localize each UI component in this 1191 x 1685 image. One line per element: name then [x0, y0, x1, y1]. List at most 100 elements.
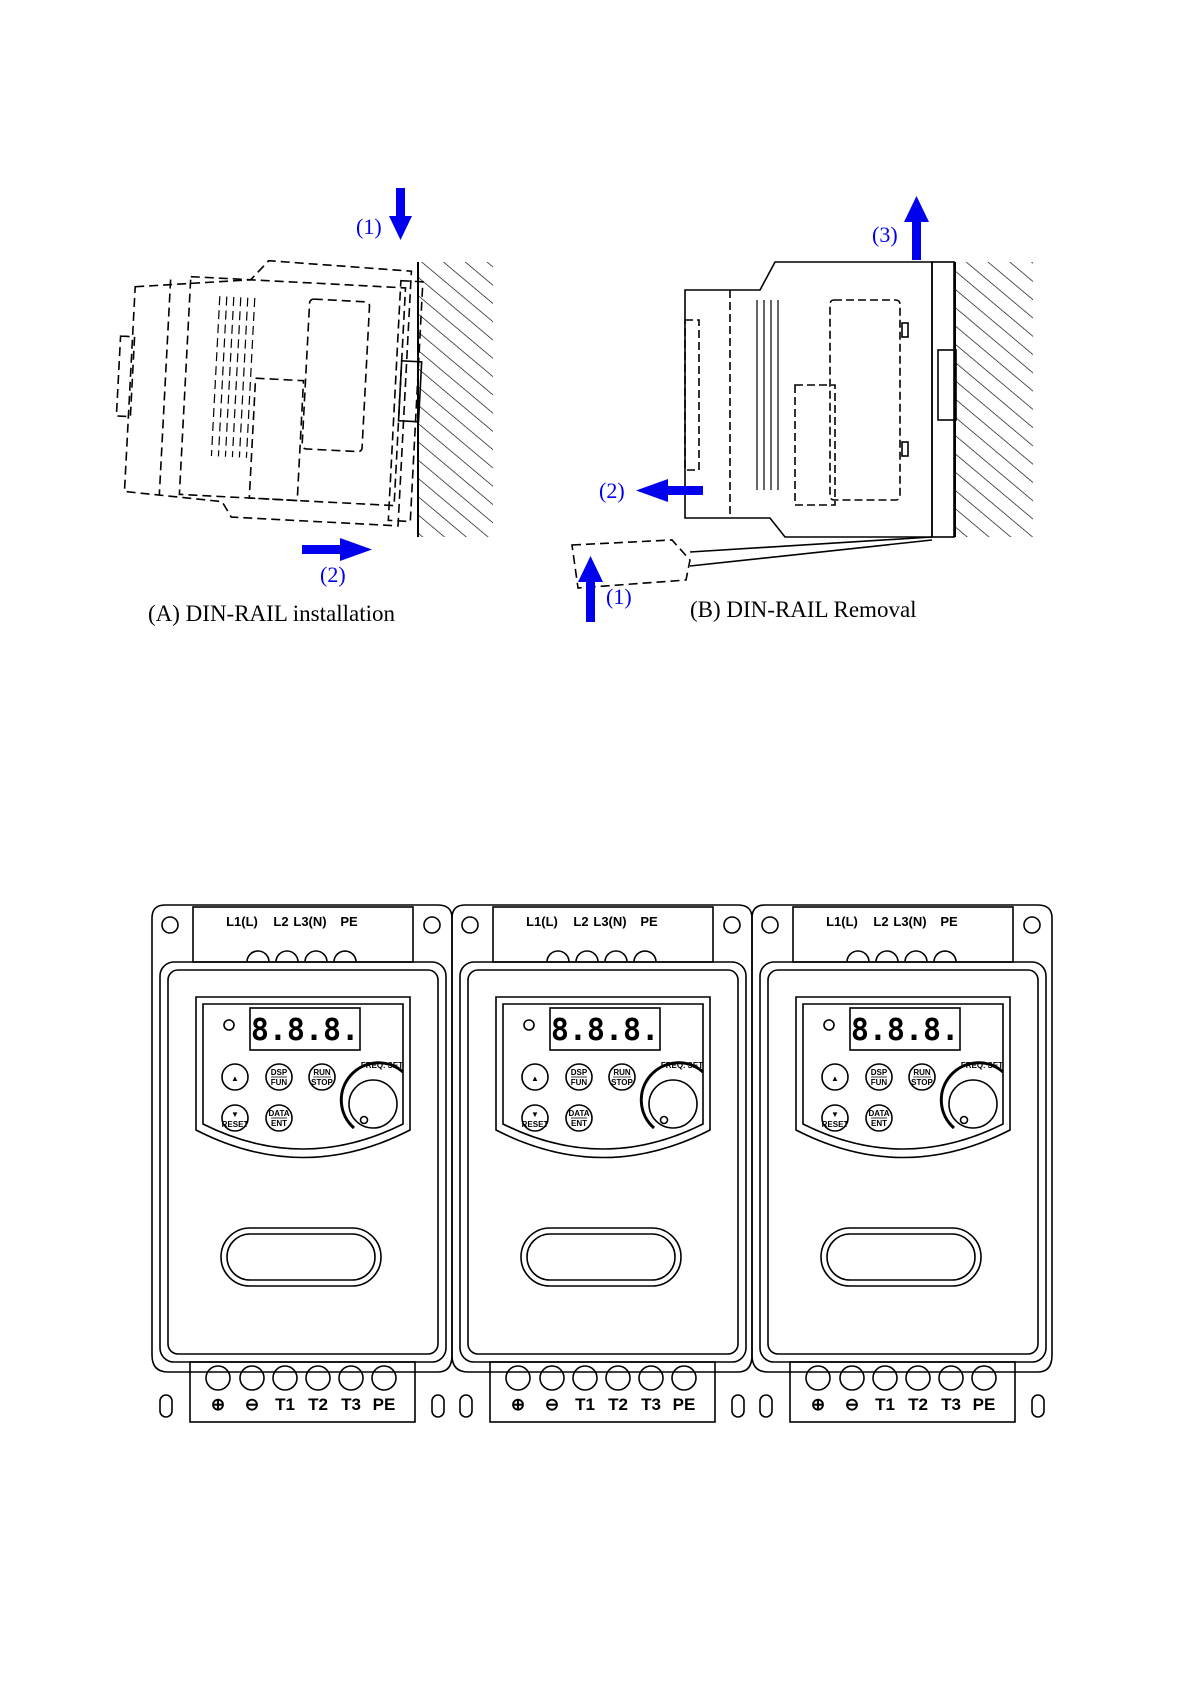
- install-step-2: (2): [320, 562, 346, 587]
- dsp-fun-key: [565, 1063, 593, 1091]
- mount-slot: [731, 1394, 745, 1418]
- down-key-label: ▼: [531, 1110, 539, 1119]
- ent-key-label: ENT: [571, 1119, 587, 1128]
- bottom-terminal-label: T2: [308, 1395, 328, 1414]
- top-terminal-screw: [904, 950, 928, 963]
- up-key-label: ▲: [231, 1074, 239, 1083]
- led-display: [549, 1007, 661, 1051]
- data-key-label: DATA: [868, 1109, 889, 1118]
- display-readout: 8.8.8.: [251, 1013, 359, 1048]
- remove-arrow-2: [636, 479, 703, 502]
- top-terminal-screw: [604, 950, 628, 963]
- status-led: [523, 1019, 535, 1031]
- stop-key-label: STOP: [611, 1078, 633, 1087]
- wall-hatch: [418, 262, 493, 537]
- install-step-1: (1): [356, 214, 382, 239]
- top-terminal-label: L2: [873, 914, 888, 929]
- keypad-bezel: [495, 996, 711, 1159]
- knob-marker: [359, 1115, 369, 1125]
- mount-slot: [759, 1394, 773, 1418]
- bottom-terminal-label: T3: [941, 1395, 961, 1414]
- bottom-terminal-screw: [272, 1365, 298, 1391]
- mount-hole: [761, 916, 779, 934]
- run-stop-key: [908, 1063, 936, 1091]
- knob-marker: [659, 1115, 669, 1125]
- bottom-terminal-block: [189, 1361, 416, 1423]
- top-terminal-screw: [304, 950, 328, 963]
- remove-arrow-3: [904, 196, 929, 260]
- keypad-bezel: [795, 996, 1011, 1159]
- install-arrow-2: [302, 538, 372, 561]
- bottom-terminal-label: ⊖: [545, 1395, 559, 1414]
- bottom-terminal-screw: [805, 1365, 831, 1391]
- top-terminal-label: PE: [940, 914, 958, 929]
- wall-hatch: [955, 262, 1033, 537]
- reset-key-label: RESET: [222, 1120, 249, 1129]
- run-stop-key: [308, 1063, 336, 1091]
- top-terminal-label: L3(N): [593, 914, 626, 929]
- keypad-bezel-inner: [202, 1003, 404, 1150]
- keypad-bezel-inner: [802, 1003, 1004, 1150]
- led-display: [849, 1007, 961, 1051]
- down-reset-key: [821, 1104, 849, 1132]
- cover-handle-inner: [226, 1233, 376, 1281]
- run-stop-key: [608, 1063, 636, 1091]
- remove-step-3: (3): [872, 222, 898, 247]
- bottom-terminal-screw: [938, 1365, 964, 1391]
- dsp-key-label: DSP: [871, 1068, 888, 1077]
- remove-arrow-1: [578, 556, 603, 622]
- reset-key-label: RESET: [522, 1120, 549, 1129]
- tilted-drive: [115, 259, 424, 527]
- install-arrow-1: [389, 188, 412, 240]
- knob-marker: [959, 1115, 969, 1125]
- bottom-terminal-label: T2: [608, 1395, 628, 1414]
- bottom-terminal-screw: [505, 1365, 531, 1391]
- bottom-terminal-screw: [205, 1365, 231, 1391]
- bottom-terminal-screw: [971, 1365, 997, 1391]
- mount-hole: [423, 916, 441, 934]
- top-terminal-screw: [333, 950, 357, 963]
- fun-key-label: FUN: [871, 1078, 888, 1087]
- ent-key-label: ENT: [271, 1119, 287, 1128]
- freq-set-label: FREQ. SET: [961, 1061, 1003, 1070]
- up-key: [821, 1063, 849, 1091]
- cover-handle-inner: [826, 1233, 976, 1281]
- bottom-terminal-label: T1: [275, 1395, 295, 1414]
- mount-hole: [161, 916, 179, 934]
- bottom-terminal-label: ⊖: [245, 1395, 259, 1414]
- top-terminal-screw: [633, 950, 657, 963]
- bottom-terminal-screw: [539, 1365, 565, 1391]
- bottom-terminal-screw: [905, 1365, 931, 1391]
- mount-slot: [431, 1394, 445, 1418]
- bottom-terminal-screw: [305, 1365, 331, 1391]
- display-readout: 8.8.8.: [551, 1013, 659, 1048]
- run-key-label: RUN: [913, 1068, 931, 1077]
- top-terminal-label: L1(L): [526, 914, 558, 929]
- top-terminal-screw: [875, 950, 899, 963]
- fun-key-label: FUN: [271, 1078, 288, 1087]
- dsp-key-label: DSP: [271, 1068, 288, 1077]
- down-reset-key: [521, 1104, 549, 1132]
- down-key-label: ▼: [231, 1110, 239, 1119]
- bottom-terminal-label: T1: [575, 1395, 595, 1414]
- mount-slot: [459, 1394, 473, 1418]
- freq-knob: [348, 1079, 398, 1129]
- mount-hole: [723, 916, 741, 934]
- stop-key-label: STOP: [311, 1078, 333, 1087]
- removal-caption: (B) DIN-RAIL Removal: [690, 597, 917, 622]
- removal-diagram: (1) (2) (3) (B) DIN-RAIL Removal: [571, 196, 1033, 622]
- up-key: [221, 1063, 249, 1091]
- top-terminal-screw: [246, 950, 270, 963]
- led-display: [249, 1007, 361, 1051]
- reset-key-label: RESET: [822, 1120, 849, 1129]
- bottom-terminal-block: [489, 1361, 716, 1423]
- bottom-terminal-block: [789, 1361, 1016, 1423]
- up-key: [521, 1063, 549, 1091]
- bottom-terminal-label: ⊖: [845, 1395, 859, 1414]
- down-reset-key: [221, 1104, 249, 1132]
- top-terminal-label: L3(N): [293, 914, 326, 929]
- run-key-label: RUN: [613, 1068, 631, 1077]
